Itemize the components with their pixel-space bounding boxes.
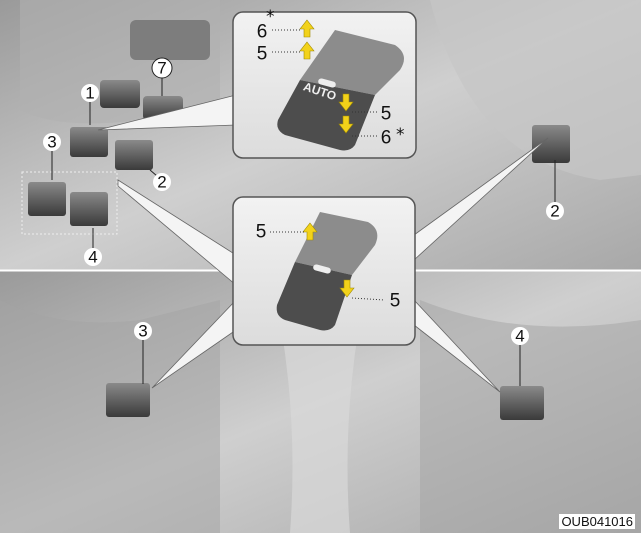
driver-window-switch[interactable] [70,127,108,157]
passenger-switch-detail[interactable] [276,262,352,331]
callout-3: 3 [47,133,56,152]
asterisk: * [266,7,275,27]
rear-right-window-switch[interactable] [70,192,108,226]
passenger-window-switch[interactable] [115,140,153,170]
auto-switch[interactable] [277,80,375,151]
label-manual-up: 5 [257,44,268,65]
callout-numbers [51,77,556,386]
down-arrows-icon [338,93,354,134]
label-manual-up: 5 [256,222,267,243]
callout-4-door: 4 [515,327,524,346]
rear-right-door-switch[interactable] [500,386,544,420]
callout-2: 2 [157,173,166,192]
callout-4: 4 [88,248,97,267]
driver-switch-panel [21,20,210,235]
lock-button[interactable] [100,80,140,108]
callout-7: 7 [157,59,166,78]
passenger-door-switch[interactable] [532,125,570,163]
figure-code: OUB041016 [559,514,635,529]
callout-2-door: 2 [550,202,559,221]
down-arrow-icon [339,279,355,298]
label-auto-down: 6 [381,128,392,149]
callout-1: 1 [85,84,94,103]
rear-left-window-switch[interactable] [28,182,66,216]
label-manual-down: 5 [390,291,401,312]
detail-box-driver-switch: AUTO 6 * 5 5 6 * [232,7,417,159]
label-manual-down: 5 [381,104,392,125]
rear-left-door-switch[interactable] [106,383,150,417]
callout-badges: 1 2 3 4 7 2 3 4 [43,57,564,346]
label-auto-up: 6 [257,22,268,43]
callout-3-door: 3 [138,322,147,341]
detail-box-passenger-switch: 5 5 [232,196,416,346]
up-arrows-icon [299,19,315,60]
asterisk: * [396,125,405,145]
